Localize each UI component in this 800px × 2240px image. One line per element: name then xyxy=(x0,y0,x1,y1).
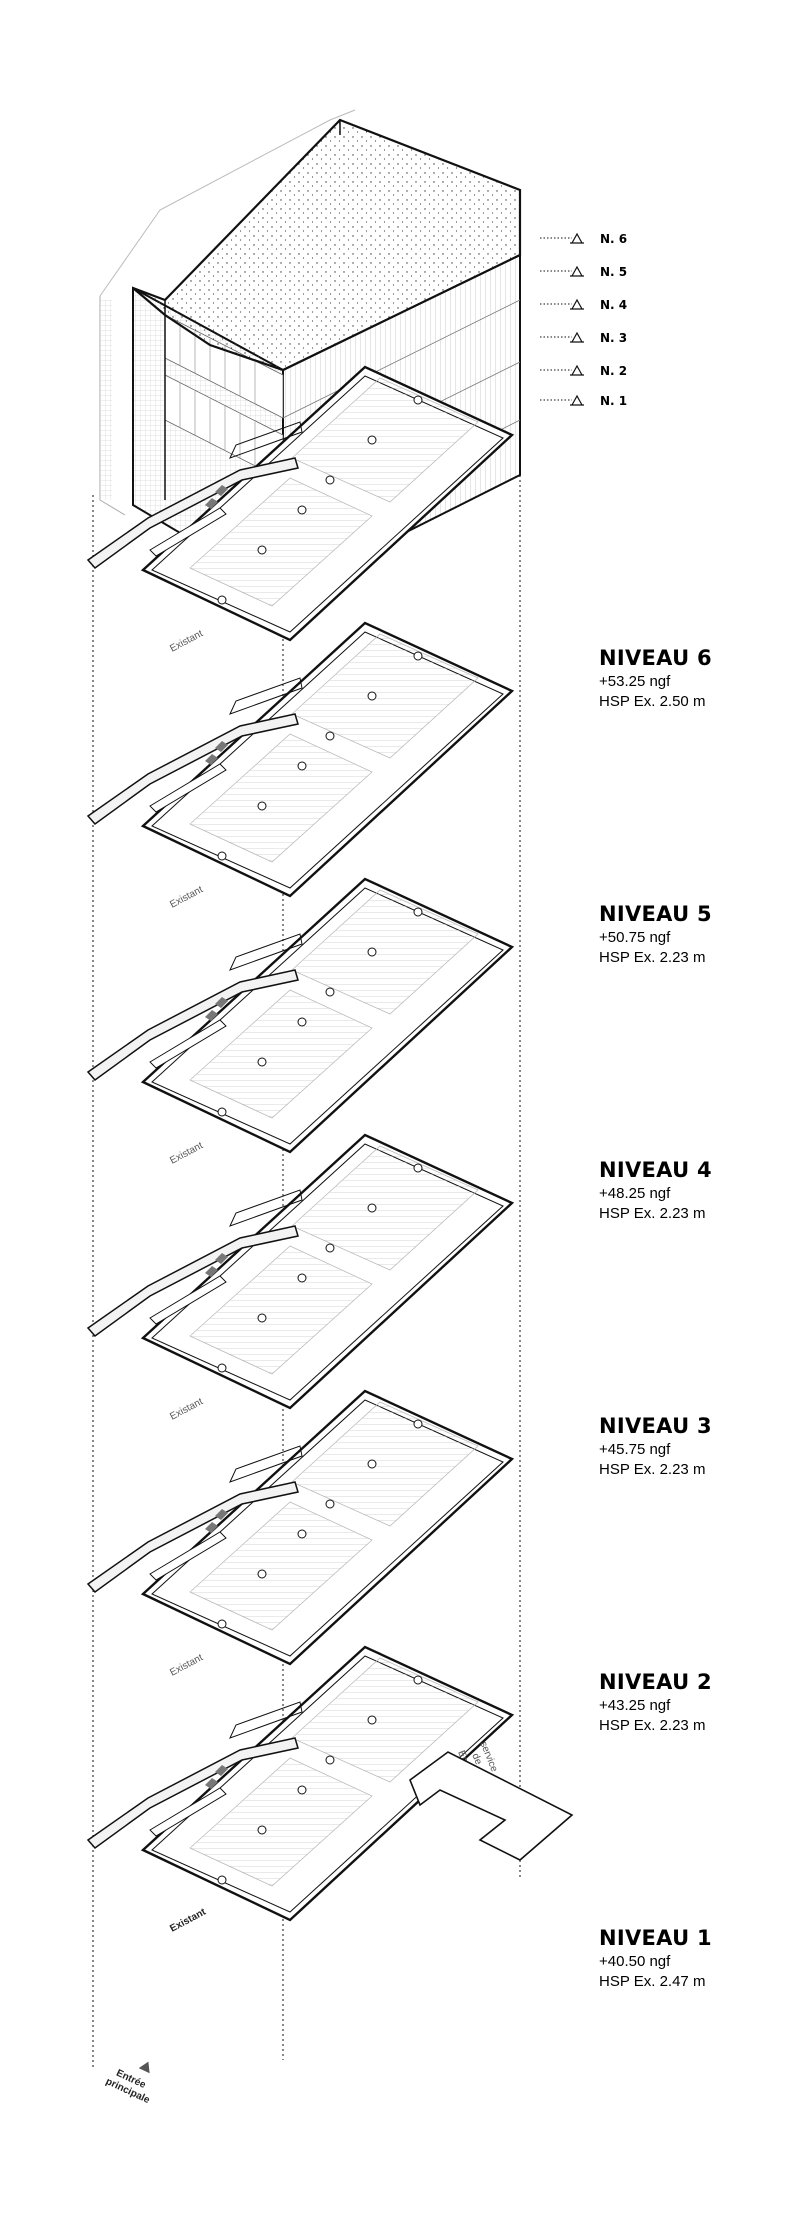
level-6-title: NIVEAU 6 xyxy=(599,646,712,670)
level-4-elevation: +48.25 ngf xyxy=(599,1185,671,1202)
level-1-elevation: +40.50 ngf xyxy=(599,1953,671,1970)
level-3-hsp: HSP Ex. 2.23 m xyxy=(599,1461,705,1478)
level-1-label: NIVEAU 1 +40.50 ngf HSP Ex. 2.47 m xyxy=(599,1926,712,1990)
floor-plan-level-4 xyxy=(86,877,515,1154)
existing-label-level-4: Existant xyxy=(168,1140,205,1167)
floor-plan-level-1 xyxy=(86,1645,515,1922)
level-6-hsp: HSP Ex. 2.50 m xyxy=(599,693,705,710)
service-entrance-label-2: de xyxy=(469,1752,484,1767)
floor-plan-level-2 xyxy=(86,1389,515,1666)
level-3-title: NIVEAU 3 xyxy=(599,1414,712,1438)
level-4-label: NIVEAU 4 +48.25 ngf HSP Ex. 2.23 m xyxy=(599,1158,712,1222)
level-4-hsp: HSP Ex. 2.23 m xyxy=(599,1205,705,1222)
level-1-title: NIVEAU 1 xyxy=(599,1926,712,1950)
level-4-title: NIVEAU 4 xyxy=(599,1158,712,1182)
level-3-elevation: +45.75 ngf xyxy=(599,1441,671,1458)
level-1-hsp: HSP Ex. 2.47 m xyxy=(599,1973,705,1990)
level-5-title: NIVEAU 5 xyxy=(599,902,712,926)
floor-plan-level-5 xyxy=(86,621,515,898)
level-5-elevation: +50.75 ngf xyxy=(599,929,671,946)
existing-label-level-2: Existant xyxy=(168,1652,205,1679)
level-5-label: NIVEAU 5 +50.75 ngf HSP Ex. 2.23 m xyxy=(599,902,712,966)
existing-label-level-1: Existant xyxy=(168,1906,208,1934)
level-2-hsp: HSP Ex. 2.23 m xyxy=(599,1717,705,1734)
level-marker-1: N. 1 xyxy=(600,394,627,408)
level-3-label: NIVEAU 3 +45.75 ngf HSP Ex. 2.23 m xyxy=(599,1414,712,1478)
level-marker-2: N. 2 xyxy=(600,364,627,378)
level-6-label: NIVEAU 6 +53.25 ngf HSP Ex. 2.50 m xyxy=(599,646,712,710)
floor-plan-level-6 xyxy=(86,365,515,642)
level-marker-4: N. 4 xyxy=(600,298,627,312)
level-2-label: NIVEAU 2 +43.25 ngf HSP Ex. 2.23 m xyxy=(599,1670,712,1734)
existing-label-level-5: Existant xyxy=(168,884,205,911)
level-2-elevation: +43.25 ngf xyxy=(599,1697,671,1714)
level-2-title: NIVEAU 2 xyxy=(599,1670,712,1694)
existing-label-level-3: Existant xyxy=(168,1396,205,1423)
level-marker-5: N. 5 xyxy=(600,265,627,279)
level-5-hsp: HSP Ex. 2.23 m xyxy=(599,949,705,966)
level-marker-6: N. 6 xyxy=(600,232,627,246)
floor-plans xyxy=(86,365,515,1922)
floor-plan-level-3 xyxy=(86,1133,515,1410)
level-6-elevation: +53.25 ngf xyxy=(599,673,671,690)
level-marker-3: N. 3 xyxy=(600,331,627,345)
existing-label-level-6: Existant xyxy=(168,628,205,655)
